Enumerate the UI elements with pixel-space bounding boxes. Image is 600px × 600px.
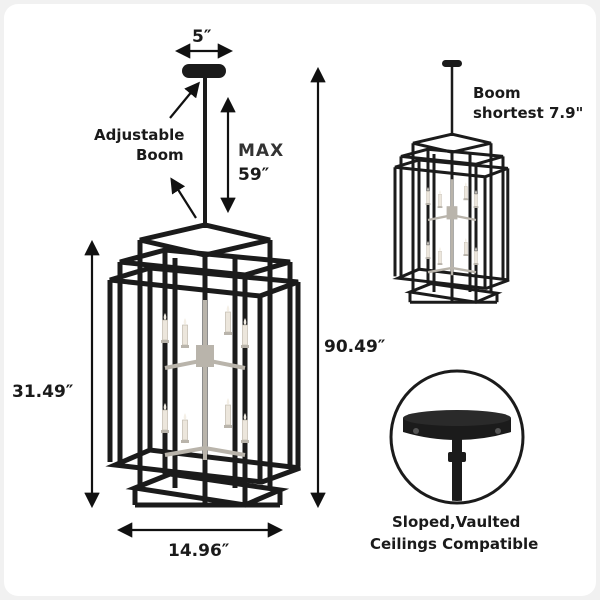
- short-boom-pendant-fixture: [395, 60, 509, 302]
- adjustable-boom-label-line2: Boom: [136, 146, 184, 164]
- canopy-pointer-arrow: [169, 81, 200, 119]
- boom-shortest-label-line1: Boom: [473, 84, 521, 102]
- canopy-width-label: 5″: [192, 27, 212, 47]
- body-height-label: 31.49″: [12, 382, 74, 402]
- adjustable-boom-label-line1: Adjustable: [94, 126, 184, 144]
- overall-height-label: 90.49″: [324, 337, 386, 357]
- ceiling-compat-label-line1: Sloped,Vaulted: [392, 513, 520, 531]
- boom-shortest-label-line2: shortest 7.9": [473, 104, 583, 122]
- dimension-arrows: [84, 43, 326, 538]
- max-boom-label-line2: 59″: [238, 165, 270, 185]
- rod-pointer-arrow: [170, 177, 197, 219]
- main-pendant-fixture: [110, 64, 300, 505]
- diagram-svg: 5″ MAX 59″ 90.49″ 31.49″ 14.96″ Adjustab…: [12, 27, 583, 561]
- product-dimension-diagram: 5″ MAX 59″ 90.49″ 31.49″ 14.96″ Adjustab…: [4, 4, 596, 596]
- small-canopy: [442, 60, 462, 67]
- max-boom-label-line1: MAX: [238, 141, 284, 161]
- body-width-label: 14.96″: [168, 541, 230, 561]
- lantern-body: [110, 225, 300, 505]
- canopy: [182, 64, 226, 78]
- small-lantern-body: [395, 134, 509, 302]
- ceiling-compat-label-line2: Ceilings Compatible: [370, 535, 538, 553]
- canopy-detail-inset: [389, 369, 525, 505]
